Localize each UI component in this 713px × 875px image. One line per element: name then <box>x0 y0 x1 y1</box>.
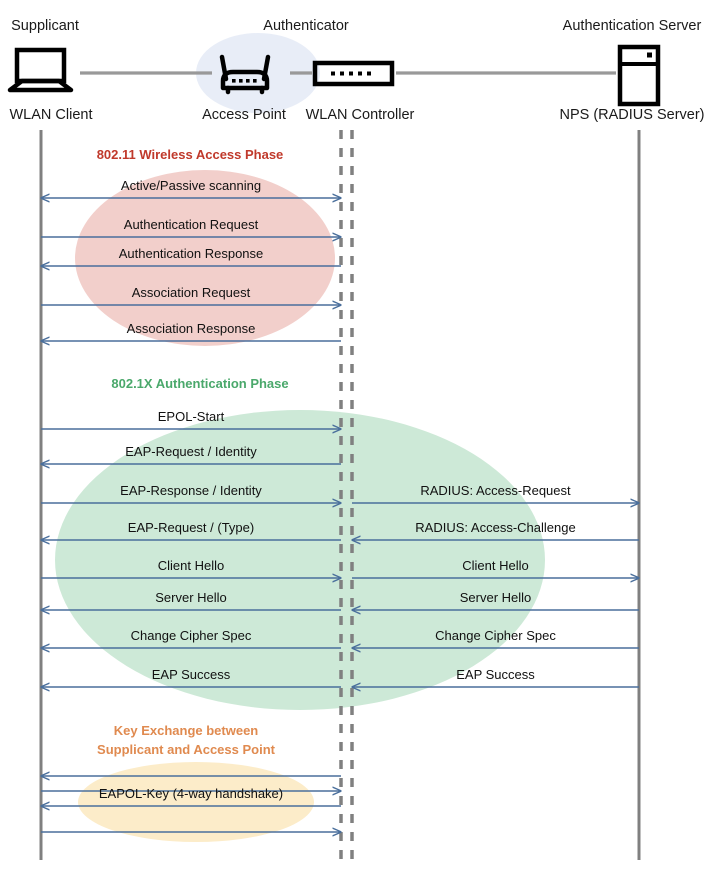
message-label: Change Cipher Spec <box>435 628 556 643</box>
access-point-icon <box>219 54 271 95</box>
message-arrow-layer <box>41 198 639 832</box>
message-label: EAP Success <box>151 667 231 682</box>
server-rack-icon <box>617 44 661 107</box>
actor-name-access-point: Access Point <box>202 107 286 123</box>
phase-label-keyexchange-line2: Supplicant and Access Point <box>97 742 275 757</box>
phase-label-keyexchange: Key Exchange between Supplicant and Acce… <box>97 721 275 759</box>
message-label: EAP-Request / Identity <box>125 444 257 459</box>
message-label: Authentication Response <box>118 246 264 261</box>
message-label: RADIUS: Access-Request <box>420 483 571 498</box>
phase-label-wireless: 802.11 Wireless Access Phase <box>96 147 284 162</box>
phase-label-keyexchange-line1: Key Exchange between <box>113 723 259 738</box>
message-label: Authentication Request <box>123 217 259 232</box>
message-label: Association Response <box>126 321 256 336</box>
actor-role-authentication-server: Authentication Server <box>562 18 702 34</box>
dot1x-phase-ellipse <box>55 410 545 710</box>
laptop-icon <box>7 47 74 93</box>
actor-role-supplicant: Supplicant <box>11 18 79 34</box>
message-label: EPOL-Start <box>157 409 225 424</box>
message-label: EAP-Response / Identity <box>120 483 262 498</box>
actor-name-wlan-client: WLAN Client <box>9 107 93 123</box>
actor-role-authenticator: Authenticator <box>263 18 349 34</box>
message-label: Client Hello <box>462 558 529 573</box>
message-label: Server Hello <box>459 590 532 605</box>
message-label: RADIUS: Access-Challenge <box>415 520 576 535</box>
message-label: Active/Passive scanning <box>120 178 262 193</box>
phase-label-dot1x: 802.1X Authentication Phase <box>111 376 289 391</box>
message-label: Server Hello <box>155 590 227 605</box>
keyexchange-phase-ellipse <box>78 762 314 842</box>
message-label: Association Request <box>131 285 251 300</box>
wlan-controller-icon <box>312 60 395 87</box>
wireless-phase-ellipse <box>75 170 335 346</box>
message-label: EAP-Request / (Type) <box>127 520 255 535</box>
actor-name-wlan-controller: WLAN Controller <box>305 107 415 123</box>
message-label: Change Cipher Spec <box>130 628 252 643</box>
message-label: EAPOL-Key (4-way handshake) <box>98 786 284 801</box>
message-label: EAP Success <box>456 667 535 682</box>
actor-name-nps: NPS (RADIUS Server) <box>559 107 705 123</box>
message-label: Client Hello <box>157 558 225 573</box>
